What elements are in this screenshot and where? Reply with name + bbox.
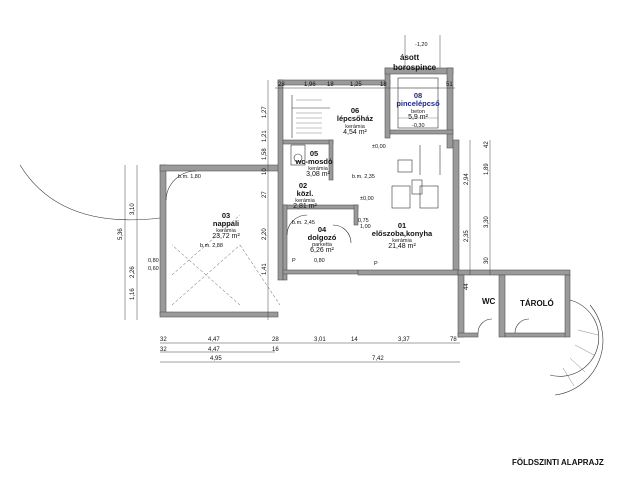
dim-b1-5: 3,37 [398,337,410,343]
floor-level-office-p: P [292,258,296,264]
dim-b1-1: 4,47 [208,337,220,343]
room-02-area: 2,81 m² [293,203,317,210]
room-05-material: kerámia [308,166,329,172]
room-08-number: 08 [414,91,422,100]
room-01-material: kerámia [392,238,413,244]
annex-wc-label: WC [482,297,496,306]
dimension-lines [124,35,491,363]
room-04-name: dolgozó [308,233,337,242]
labels: -1,20 ásott borospince 08 pincelépcső be… [118,42,604,467]
dim-b3-1: 7,42 [372,356,384,362]
dim-left-1: 3,10 [130,203,136,215]
room-02-name: közl. [297,189,314,198]
room-05-number: 05 [310,149,318,158]
cellar-label-1: ásott [400,53,419,62]
walls [159,67,571,338]
dim-b1-4: 14 [351,337,358,343]
room-06-area: 4,54 m² [343,129,367,136]
floor-level-front-p: P [374,261,378,267]
room-05-name: wc-mosdó [294,157,333,166]
dim-right-1: 2,35 [464,230,470,242]
dim-left-2: 2,26 [130,266,136,278]
room-05-area: 3,08 m² [306,171,330,178]
dim-b2-0: 32 [160,347,167,353]
dim-mid-0: 1,27 [262,106,268,118]
room-04-area: 6,26 m² [310,247,334,254]
dim-left-3: 1,16 [130,288,136,300]
dim-b1-2: 28 [272,337,279,343]
bm-label-1: b.m. 1,80 [178,174,201,180]
dim-mid-1: 1,21 [262,130,268,142]
drawing-title: FÖLDSZINTI ALAPRAJZ [512,458,604,467]
fixtures [19,77,604,396]
room-08-material: beton [411,109,425,115]
dim-b1-3: 3,01 [314,337,326,343]
dim-top-4: 18 [380,82,387,88]
floor-level-hall: ±0,00 [372,144,386,150]
dim-small-0: 0,80 [314,258,325,264]
dim-b2-1: 4,47 [208,347,220,353]
room-02-number: 02 [299,181,307,190]
bm-label-4: b.m. 2,88 [200,243,223,249]
room-04-number: 04 [318,225,327,234]
dim-right-3: 42 [484,141,490,148]
dim-mid-4: 27 [262,191,268,198]
cellar-level: -1,20 [415,42,428,48]
cellar-label-2: borospince [393,63,437,72]
dim-top-2: 18 [327,82,334,88]
dim-top-1: 1,96 [304,82,316,88]
dim-mid-3: 10 [262,168,268,175]
dim-b2-2: 16 [272,347,279,353]
floor-level: ±0,00 [360,196,374,202]
dim-small-4: 0,75 [358,218,369,224]
dim-left-0: 5,36 [118,228,124,240]
bm-label-2: b.m. 2,35 [352,174,375,180]
room-06-name: lépcsőház [337,114,374,123]
room-03-material: kerámia [216,228,237,234]
dim-mid-2: 1,58 [262,148,268,160]
dim-mid-8: 1,41 [262,263,268,275]
room-01-name: előszoba,konyha [372,229,433,238]
bm-label-3: b.m. 2,45 [292,220,315,226]
dim-b1-0: 32 [160,337,167,343]
dim-small-3: 0,60 [148,266,159,272]
dim-small-2: 0,80 [148,258,159,264]
room-03-name: nappali [213,219,239,228]
room-04-material: parketta [312,242,333,248]
room-08-area: 5,9 m² [408,114,429,121]
dim-top-3: 1,25 [350,82,362,88]
annex-storage-label: TÁROLÓ [520,299,554,308]
dim-b1-6: 78 [450,337,457,343]
dim-right-4: 3,30 [484,216,490,228]
cellar-stair-level: -0,30 [412,123,425,129]
room-06-material: kerámia [345,124,366,130]
room-06-number: 06 [351,106,359,115]
room-01-number: 01 [398,221,406,230]
dim-top-0: 28 [278,82,285,88]
room-08-name: pincelépcső [396,99,440,108]
dim-right-0: 2,94 [464,173,470,185]
dim-right-6: 44 [464,283,470,290]
room-03-area: 23,72 m² [212,233,240,240]
dim-right-2: 1,89 [484,163,490,175]
dim-mid-9: 2,20 [262,228,268,240]
dim-right-5: 30 [484,257,490,264]
room-03-number: 03 [222,211,230,220]
dim-top-5: 51 [446,82,453,88]
room-02-material: kerámia [295,198,316,204]
room-01-area: 21,48 m² [388,243,416,250]
dim-b3-0: 4,95 [210,356,222,362]
dim-small-5: 1,00 [360,224,371,230]
